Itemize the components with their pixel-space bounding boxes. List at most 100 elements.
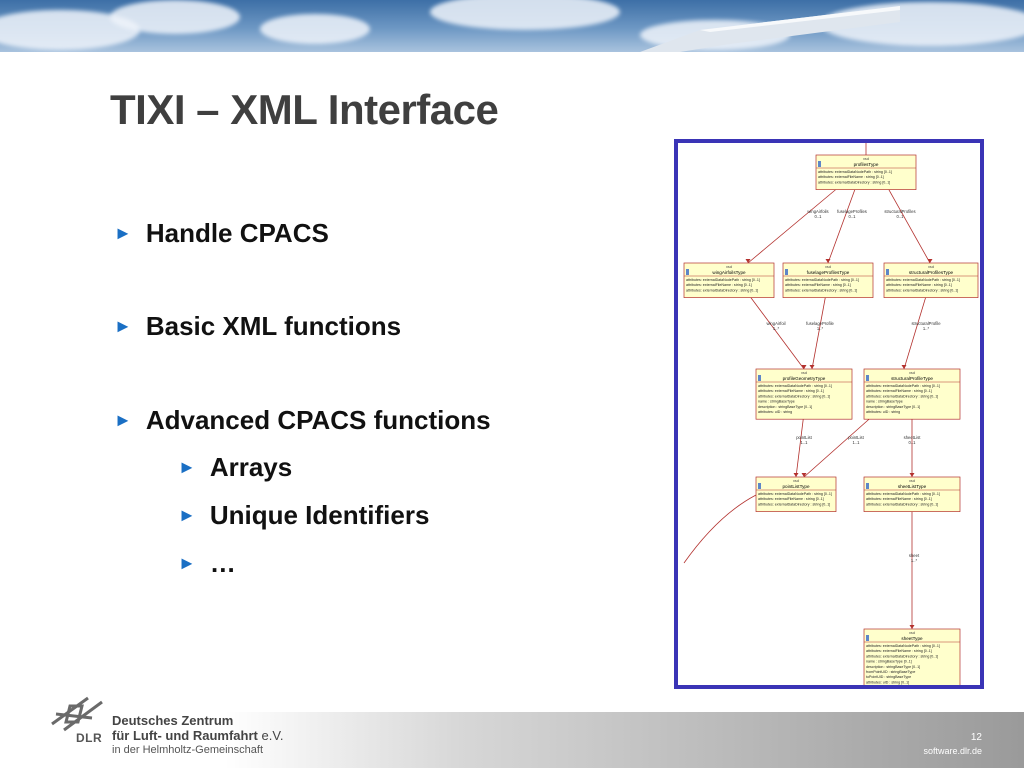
schema-node-attribute: attributes: externalFileName : string [0… xyxy=(866,497,932,501)
schema-node-attribute: attributes: externalDataNodePath : strin… xyxy=(866,492,940,496)
bullet-item: ► Basic XML functions xyxy=(114,311,401,342)
schema-node-tag: xsd xyxy=(909,631,915,635)
bullet-text: Handle CPACS xyxy=(145,218,329,248)
schema-node-attribute: attributes: externalDataDirectory : stri… xyxy=(886,288,958,292)
edge-arrowhead-icon xyxy=(825,259,831,263)
edge-multiplicity: 0..1 xyxy=(815,214,823,219)
edge-arrowhead-icon xyxy=(745,259,751,263)
slide-title: TIXI – XML Interface xyxy=(110,86,499,133)
bullet-item: ► Handle CPACS xyxy=(114,218,329,249)
edge-multiplicity: 0..1 xyxy=(849,214,857,219)
edge-arrowhead-icon xyxy=(793,473,799,477)
schema-node-attribute: attributes: externalDataDirectory : stri… xyxy=(785,288,857,292)
schema-node-name: sheetListType xyxy=(898,484,927,489)
schema-node-tag: xsd xyxy=(909,479,915,483)
class-icon xyxy=(686,269,689,275)
schema-node-tag: xsd xyxy=(726,265,732,269)
bullet-text: Advanced CPACS functions xyxy=(145,405,491,435)
schema-node-attribute: attributes: externalFileName : string [0… xyxy=(686,283,752,287)
edge-multiplicity: 1..1 xyxy=(853,440,861,445)
schema-node-attribute: attributes: externalDataNodePath : strin… xyxy=(866,644,940,648)
schema-node-name: sheetType xyxy=(901,636,923,641)
schema-edge xyxy=(803,412,877,478)
schema-node-name: structuralProfilesType xyxy=(909,270,954,275)
edge-multiplicity: 1..* xyxy=(773,326,780,331)
edge-arrowhead-icon xyxy=(909,625,915,629)
schema-node-attribute: attributes: uID : string xyxy=(758,410,792,414)
edge-label: wingAirfoils xyxy=(807,209,828,214)
edge-label: sheet xyxy=(909,553,920,558)
page-number: 12 xyxy=(970,732,982,743)
class-icon xyxy=(866,483,869,489)
schema-node-attribute: description : stringBaseType [0..1] xyxy=(866,665,920,669)
class-icon xyxy=(818,161,821,167)
schema-node-box xyxy=(863,368,961,420)
bullet-arrow-icon: ► xyxy=(178,553,196,573)
bullet-text: Basic XML functions xyxy=(145,311,402,341)
edge-label: fuselageProfile xyxy=(806,321,834,326)
schema-node-name: structuralProfileType xyxy=(891,376,933,381)
class-icon xyxy=(886,269,889,275)
schema-edge xyxy=(883,180,931,264)
edge-multiplicity: 0..1 xyxy=(909,440,917,445)
schema-node-box xyxy=(883,262,979,298)
schema-node-attribute: attributes: externalFileName : string [0… xyxy=(758,497,824,501)
bullet-arrow-icon: ► xyxy=(178,457,196,477)
edge-multiplicity: 1..* xyxy=(923,326,930,331)
schema-node-tag: xsd xyxy=(928,265,934,269)
schema-node-box xyxy=(815,154,917,190)
schema-node-box xyxy=(782,262,874,298)
edge-multiplicity: 0..1 xyxy=(897,214,905,219)
class-icon xyxy=(866,635,869,641)
class-icon xyxy=(785,269,788,275)
schema-node-attribute: attributes: externalFileName : string [0… xyxy=(886,283,952,287)
schema-node-attribute: attributes: externalFileName : string [0… xyxy=(866,389,932,393)
bullet-item: ► Advanced CPACS functions xyxy=(114,405,491,436)
schema-node-box xyxy=(755,476,837,512)
edge-label: pointList xyxy=(848,435,864,440)
schema-node-name: fuselageProfilesType xyxy=(807,270,850,275)
edge-label: fuselageProfiles xyxy=(837,209,867,214)
sub-bullet-item: ► … xyxy=(178,548,236,579)
edge-arrowhead-icon xyxy=(901,365,907,369)
logo-text: DLR xyxy=(76,731,103,745)
edge-arrowhead-icon xyxy=(927,259,933,263)
dlr-logo-icon xyxy=(51,696,103,732)
schema-node-attribute: attributes: externalDataDirectory : stri… xyxy=(866,502,938,506)
bullet-arrow-icon: ► xyxy=(114,223,132,243)
org-ev: e.V. xyxy=(261,728,284,743)
org-affiliation: in der Helmholtz-Gemeinschaft xyxy=(112,744,264,756)
schema-node-attribute: attributes: externalDataNodePath : strin… xyxy=(758,384,832,388)
edge-arrowhead-icon xyxy=(801,473,807,477)
schema-node-attribute: attributes: externalDataNodePath : strin… xyxy=(818,170,892,174)
schema-node-attribute: attributes: externalDataDirectory : stri… xyxy=(866,394,938,398)
schema-edge xyxy=(795,412,805,478)
schema-node-attribute: attributes: externalFileName : string [0… xyxy=(818,175,884,179)
edge-multiplicity: 1..* xyxy=(817,326,824,331)
footer-bar xyxy=(0,712,1024,768)
edge-arrowhead-icon xyxy=(909,473,915,477)
schema-node-attribute: description : stringBaseType [0..1] xyxy=(866,405,920,409)
schema-node-attribute: attributes: externalFileName : string [0… xyxy=(758,389,824,393)
schema-node-attribute: name : stringBaseType [0..1] xyxy=(866,660,912,664)
schema-node-attribute: attributes: uID : string xyxy=(866,410,900,414)
schema-node-box xyxy=(683,262,775,298)
bullet-arrow-icon: ► xyxy=(178,505,196,525)
schema-node-box xyxy=(863,628,961,685)
edge-label: structuralProfiles xyxy=(884,209,915,214)
airplane-wing-icon xyxy=(640,6,900,52)
schema-node-attribute: attributes: externalFileName : string [0… xyxy=(785,283,851,287)
schema-node-tag: xsd xyxy=(863,157,869,161)
schema-node-attribute: attributes: externalDataNodePath : strin… xyxy=(886,278,960,282)
schema-node-attribute: attributes: externalDataDirectory : stri… xyxy=(758,394,830,398)
schema-node-name: profilesType xyxy=(854,162,879,167)
schema-diagram-canvas: wingAirfoils0..1fuselageProfiles0..1stru… xyxy=(683,143,979,685)
schema-node-attribute: attributes: externalDataDirectory : stri… xyxy=(686,288,758,292)
